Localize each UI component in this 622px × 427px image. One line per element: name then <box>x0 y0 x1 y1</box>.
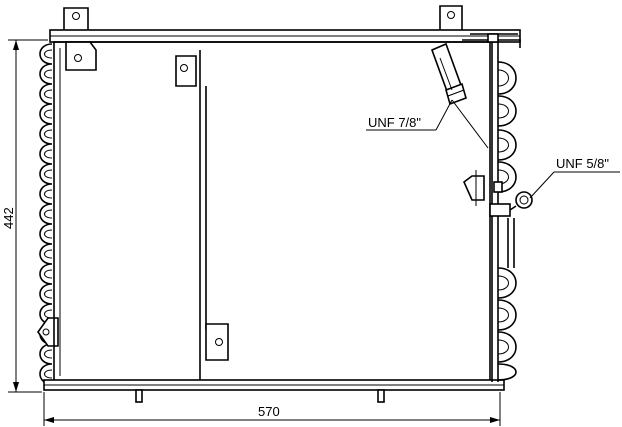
top-mounting-bracket-left <box>63 7 89 30</box>
condenser-core <box>53 41 491 383</box>
outlet-leader <box>529 171 620 199</box>
inlet-thread-label: UNF 7/8" <box>368 115 421 130</box>
left-side-bracket <box>37 317 59 347</box>
right-mid-bracket <box>463 170 503 206</box>
divider-panel <box>175 50 229 380</box>
outlet-thread-label: UNF 5/8" <box>556 156 609 171</box>
height-dimension <box>8 39 48 393</box>
top-pipes <box>462 33 521 48</box>
width-dimension <box>43 392 501 426</box>
top-mounting-bracket-right <box>439 5 463 30</box>
bottom-rail <box>43 379 505 403</box>
outlet-fitting <box>489 191 533 217</box>
inlet-fitting <box>430 42 467 106</box>
width-dimension-label: 570 <box>258 404 280 419</box>
top-rail <box>49 29 521 71</box>
height-dimension-label: 442 <box>1 207 16 229</box>
inlet-leader <box>366 99 489 149</box>
